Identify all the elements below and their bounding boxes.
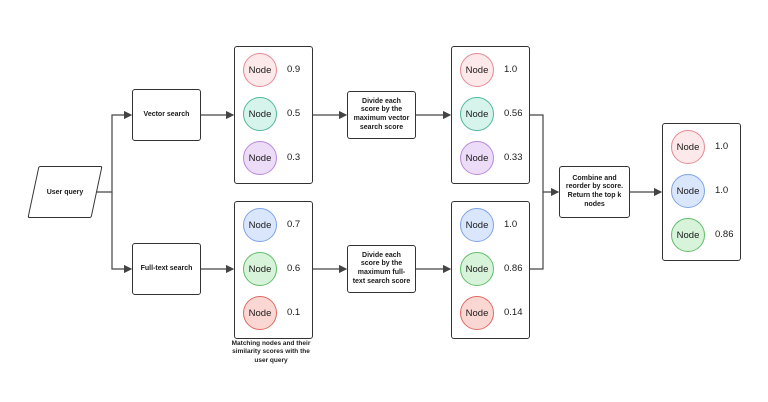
node-score: 0.56: [504, 108, 523, 119]
node-row: Node 1.0: [452, 208, 529, 244]
node-row: Node 0.7: [235, 208, 312, 244]
node-score: 0.3: [287, 152, 301, 163]
node-row: Node 1.0: [663, 130, 740, 166]
node-score: 0.7: [287, 219, 301, 230]
node-circle: Node: [243, 97, 277, 131]
node-row: Node 0.3: [235, 141, 312, 177]
node-circle: Node: [243, 252, 277, 286]
divide-fulltext-label: Divide each score by the maximum full-te…: [352, 251, 411, 285]
node-circle: Node: [243, 53, 277, 87]
node-circle: Node: [460, 97, 494, 131]
node-row: Node 1.0: [452, 53, 529, 89]
divide-vector-label: Divide each score by the maximum vector …: [353, 97, 410, 131]
combine-box: Combine and reorder by score. Return the…: [559, 166, 630, 218]
node-score: 0.6: [287, 263, 301, 274]
node-score: 0.14: [504, 307, 523, 318]
user-query-label: User query: [46, 188, 84, 196]
arrow-query-to-fulltext: [111, 192, 133, 274]
vector-search-label: Vector search: [143, 110, 190, 118]
node-circle: Node: [243, 296, 277, 330]
fulltext-search-box: Full-text search: [132, 243, 201, 295]
node-score: 0.86: [715, 229, 734, 240]
node-score: 0.86: [504, 263, 523, 274]
node-circle: Node: [243, 141, 277, 175]
node-row: Node 0.86: [452, 252, 529, 288]
node-score: 1.0: [715, 185, 729, 196]
node-circle: Node: [243, 208, 277, 242]
node-score: 1.0: [504, 219, 518, 230]
divide-fulltext-box: Divide each score by the maximum full-te…: [347, 245, 416, 293]
node-circle: Node: [460, 252, 494, 286]
panel-caption: Matching nodes and their similarity scor…: [231, 340, 311, 364]
node-circle: Node: [460, 141, 494, 175]
vector-search-box: Vector search: [132, 89, 201, 141]
node-score: 0.5: [287, 108, 301, 119]
node-circle: Node: [460, 53, 494, 87]
combine-label: Combine and reorder by score. Return the…: [565, 174, 624, 208]
node-row: Node 0.86: [663, 218, 740, 254]
node-score: 1.0: [504, 64, 518, 75]
node-row: Node 0.56: [452, 97, 529, 133]
node-circle: Node: [671, 130, 705, 164]
node-circle: Node: [460, 208, 494, 242]
node-row: Node 0.14: [452, 296, 529, 332]
fulltext-search-label: Full-text search: [140, 264, 193, 272]
node-score: 0.9: [287, 64, 301, 75]
node-circle: Node: [671, 218, 705, 252]
user-query-node: User query: [27, 166, 103, 218]
node-row: Node 0.5: [235, 97, 312, 133]
node-score: 0.1: [287, 307, 301, 318]
node-circle: Node: [460, 296, 494, 330]
node-row: Node 0.9: [235, 53, 312, 89]
node-score: 1.0: [715, 141, 729, 152]
arrow-fulltext-norm-to-combine: [530, 192, 544, 270]
node-circle: Node: [671, 174, 705, 208]
arrow-vector-norm-to-combine: [530, 114, 560, 197]
divide-vector-box: Divide each score by the maximum vector …: [347, 91, 416, 139]
node-row: Node 0.33: [452, 141, 529, 177]
node-row: Node 1.0: [663, 174, 740, 210]
node-score: 0.33: [504, 152, 523, 163]
node-row: Node 0.1: [235, 296, 312, 332]
arrow-query-to-vector: [97, 110, 133, 193]
node-row: Node 0.6: [235, 252, 312, 288]
